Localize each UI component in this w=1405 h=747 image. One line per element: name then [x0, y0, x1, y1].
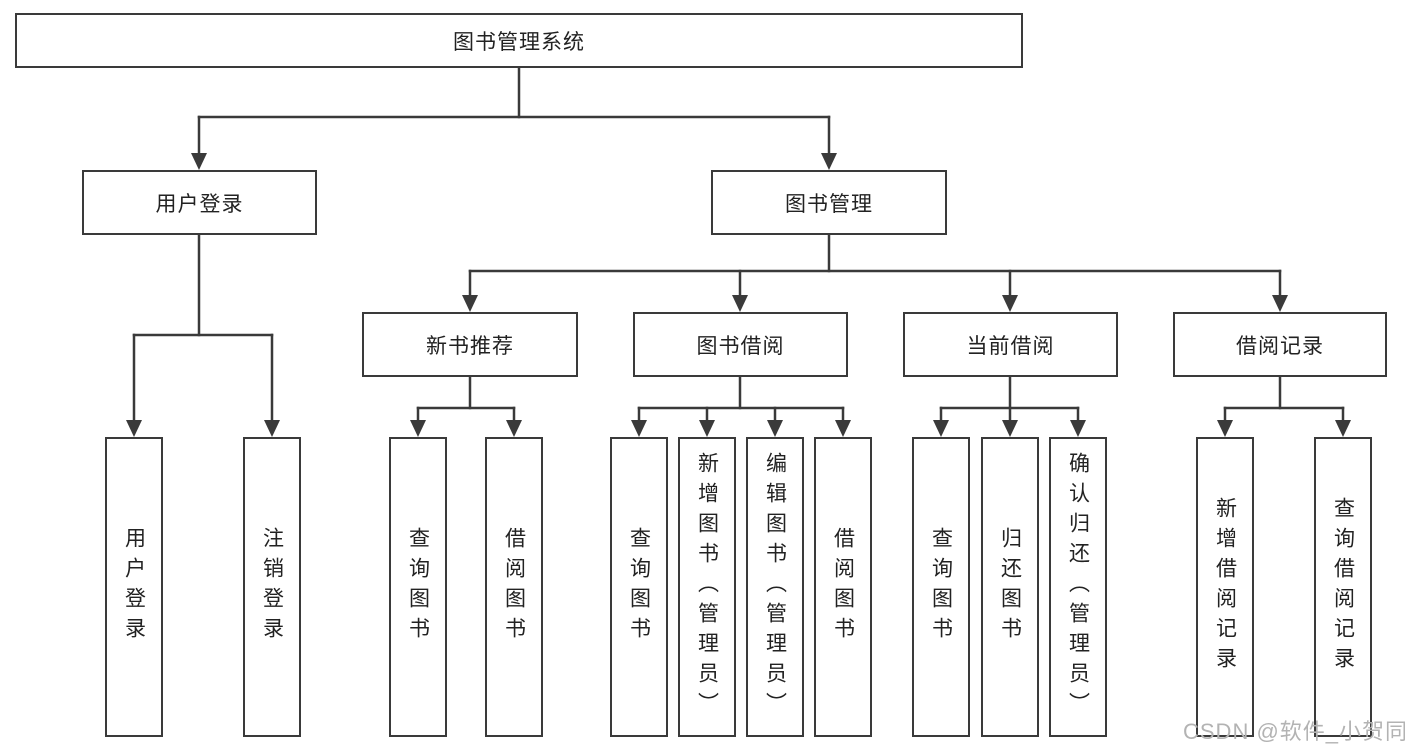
leaf-borrow-book-recommend: 借阅图书 — [485, 437, 543, 737]
leaf-query-book-current: 查询图书 — [912, 437, 970, 737]
leaf-confirm-return-admin: 确认归还（管理员） — [1049, 437, 1107, 737]
leaf-query-borrow-record: 查询借阅记录 — [1314, 437, 1372, 737]
leaf-add-borrow-record: 新增借阅记录 — [1196, 437, 1254, 737]
node-book-borrow: 图书借阅 — [633, 312, 848, 377]
node-book-mgmt: 图书管理 — [711, 170, 947, 235]
node-new-book-recommend: 新书推荐 — [362, 312, 578, 377]
leaf-return-book: 归还图书 — [981, 437, 1039, 737]
node-borrow-records: 借阅记录 — [1173, 312, 1387, 377]
leaf-user-login: 用户登录 — [105, 437, 163, 737]
watermark: CSDN @软件_小贺同学 — [1183, 719, 1405, 744]
node-current-borrow: 当前借阅 — [903, 312, 1118, 377]
node-user-login: 用户登录 — [82, 170, 317, 235]
leaf-edit-book-admin: 编辑图书（管理员） — [746, 437, 804, 737]
leaf-logout: 注销登录 — [243, 437, 301, 737]
leaf-query-book-recommend: 查询图书 — [389, 437, 447, 737]
leaf-add-book-admin: 新增图书（管理员） — [678, 437, 736, 737]
leaf-borrow-book: 借阅图书 — [814, 437, 872, 737]
node-root: 图书管理系统 — [15, 13, 1023, 68]
leaf-query-book-borrow: 查询图书 — [610, 437, 668, 737]
